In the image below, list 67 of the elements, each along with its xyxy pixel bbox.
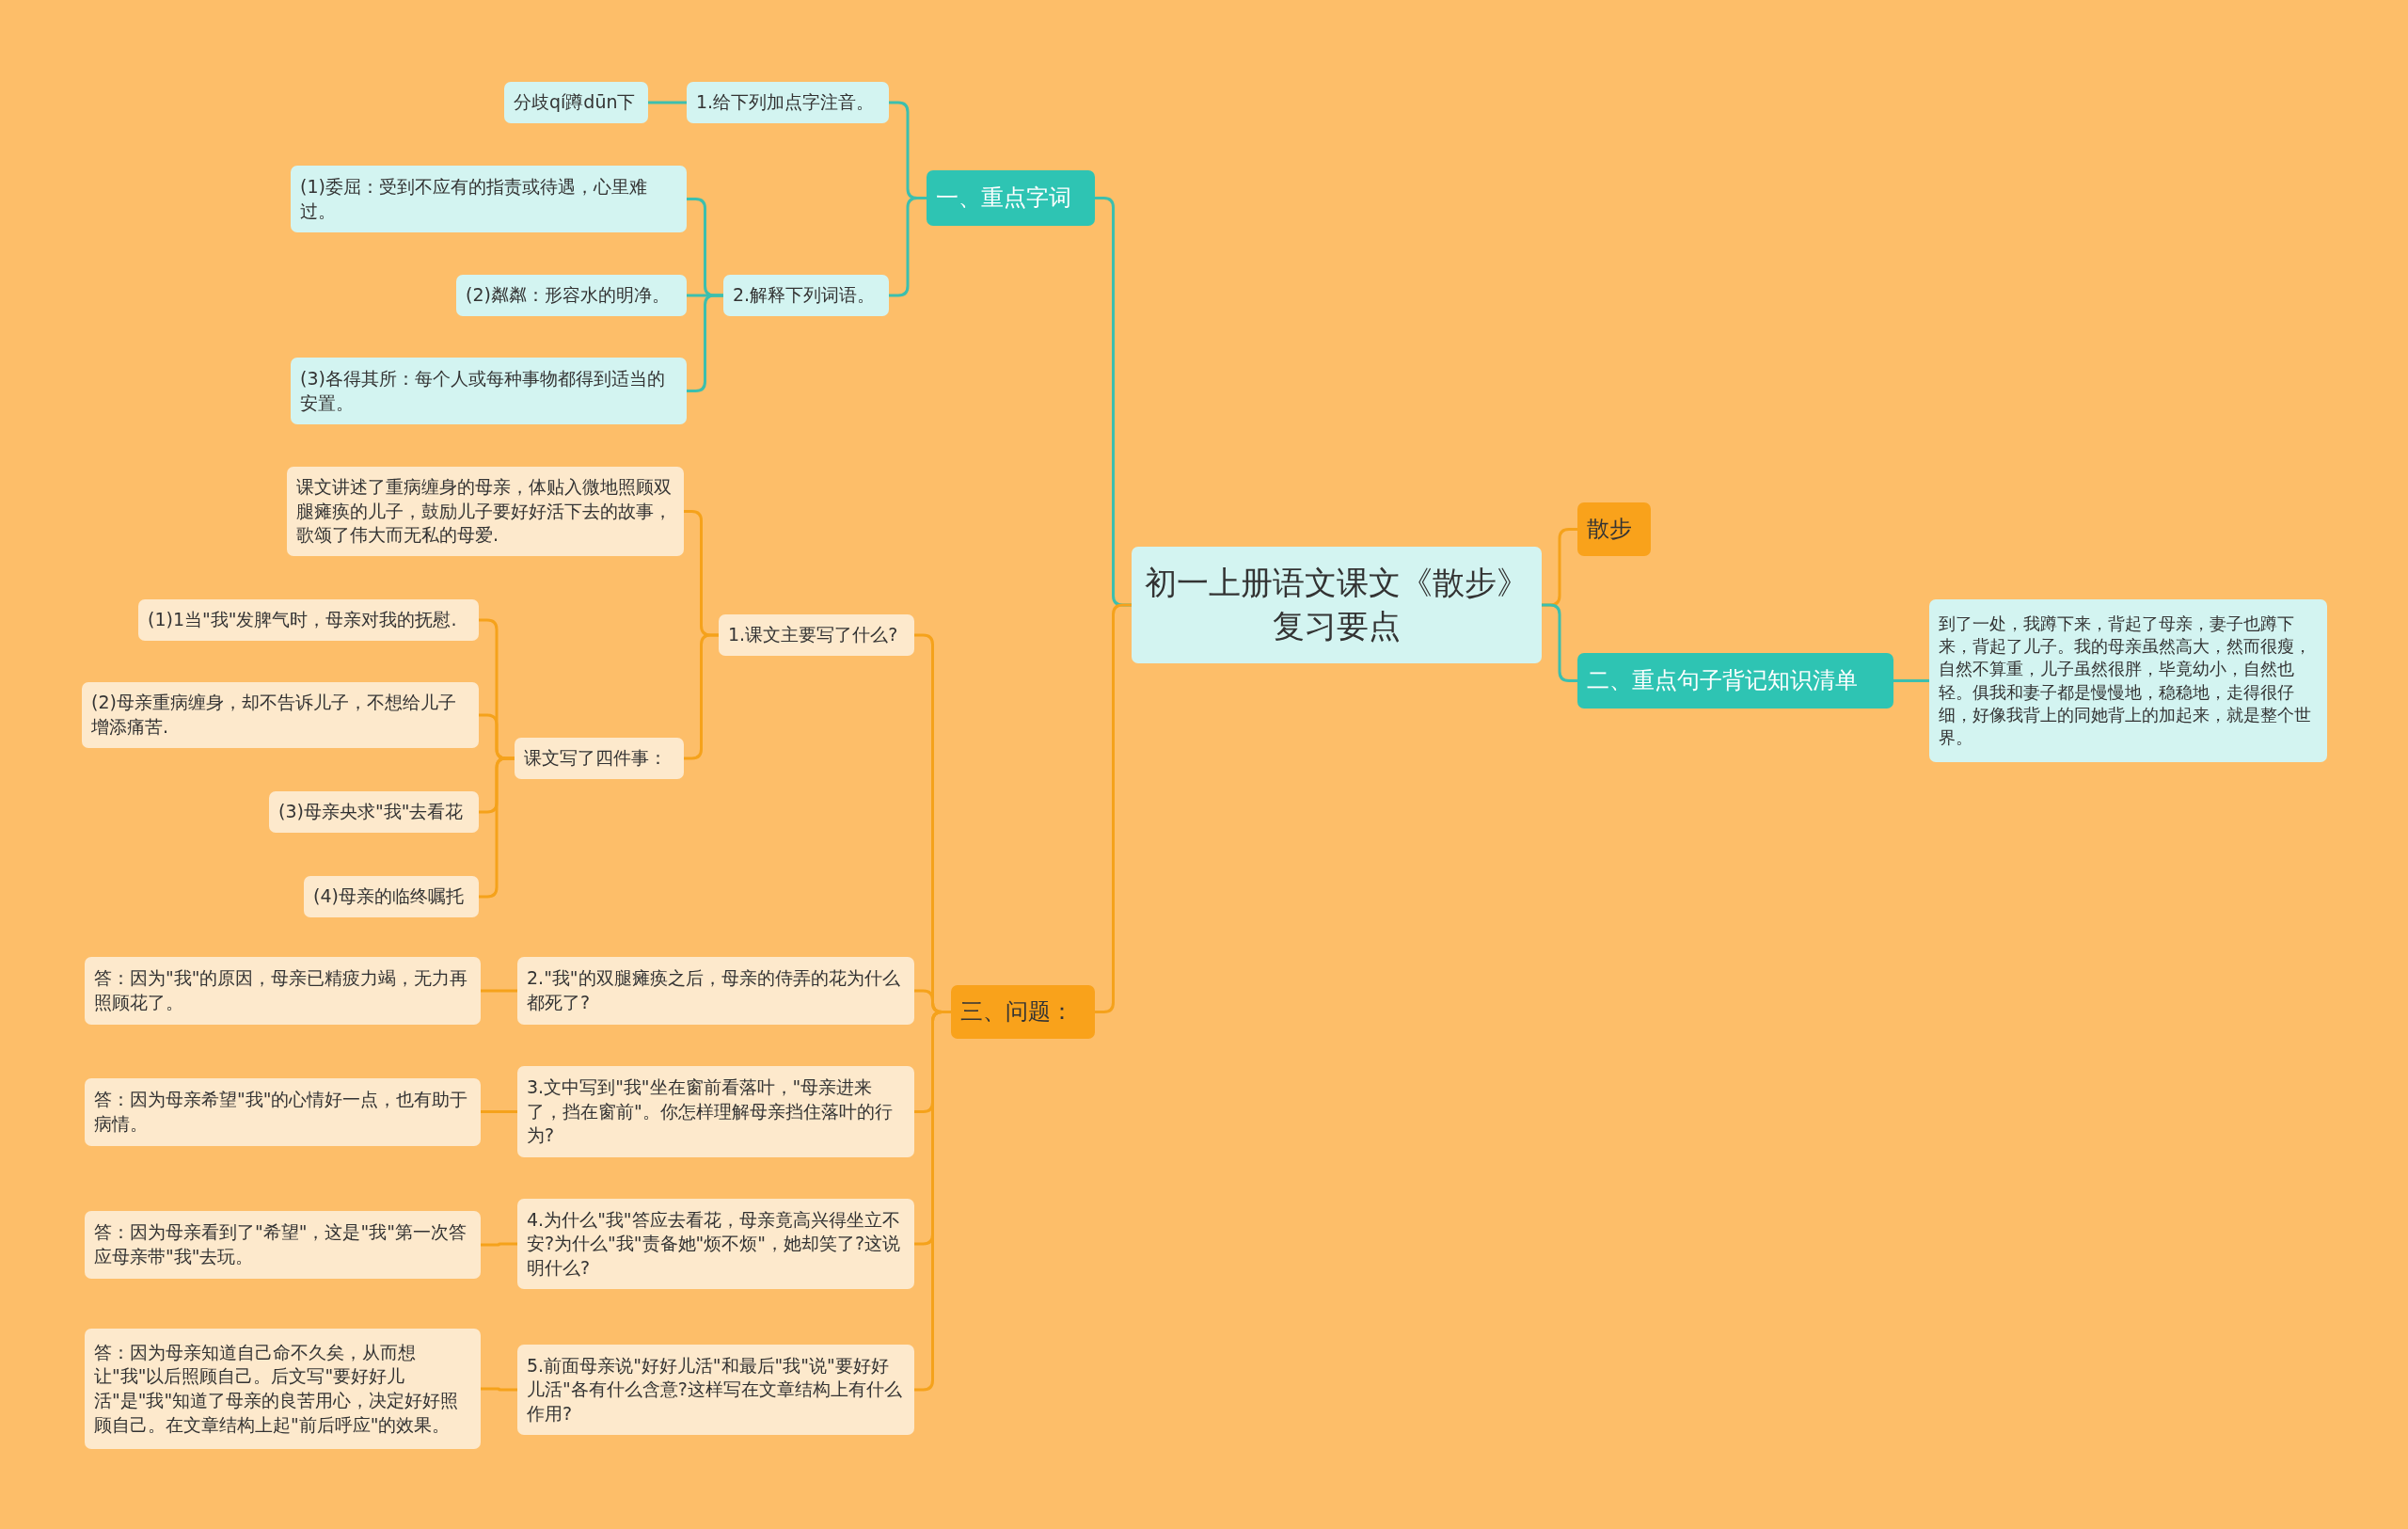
topic-text: 到了一处，我蹲下来，背起了母亲，妻子也蹲下来，背起了儿子。我的母亲虽然高大，然而很瘦，自然不算重，儿子虽然很胖，毕竟幼小，自然也轻。俱我和妻子都是慢慢地，稳稳地，走得很仔细，好像我背上的同她背上的加起来，就是整个世界。 [1939, 612, 2312, 750]
connector-line [687, 294, 723, 392]
topic-box [517, 1345, 914, 1435]
topic-box [719, 614, 914, 656]
topic-text: 1.给下列加点字注音。 [696, 90, 875, 115]
topic-text: 答：因为"我"的原因，母亲已精疲力竭，无力再照顾花了。 [94, 966, 469, 1014]
connector-line [481, 1110, 517, 1113]
topic-text: 3.文中写到"我"坐在窗前看落叶，"母亲进来了，挡在窗前"。你怎样理解母亲挡住落叶的行为? [527, 1075, 894, 1148]
topic-box [517, 1199, 914, 1289]
topic-text: (2)母亲重病缠身，却不告诉儿子，不想给儿子增添痛苦. [91, 691, 457, 739]
topic-box [687, 82, 889, 123]
topic-box [1132, 547, 1542, 663]
topic-text: 一、重点字词 [936, 183, 1071, 214]
connector-line [481, 1387, 517, 1392]
topic-box [517, 957, 914, 1025]
topic-box [287, 467, 684, 556]
topic-box [723, 275, 889, 316]
connector-line [481, 989, 517, 993]
topic-box [951, 985, 1095, 1039]
topic-box [269, 791, 479, 833]
topic-text: 三、问题： [960, 997, 1073, 1027]
topic-box [517, 1066, 914, 1157]
topic-text: 课文写了四件事： [524, 746, 667, 771]
topic-box [85, 1078, 481, 1146]
topic-text: (4)母亲的临终嘱托 [313, 884, 464, 909]
topic-text: 4.为什么"我"答应去看花，母亲竟高兴得坐立不安?为什么"我"责备她"烦不烦"，她却笑了?这说明什么? [527, 1207, 902, 1280]
connector-line [1095, 603, 1132, 1013]
topic-text: 散步 [1587, 515, 1632, 545]
topic-text: 分歧qí蹲dūn下 [514, 90, 636, 115]
connector-line [684, 633, 719, 760]
topic-box [1577, 502, 1651, 556]
topic-box [85, 957, 481, 1025]
topic-box [85, 1211, 481, 1279]
topic-box [927, 170, 1095, 226]
topic-box [291, 166, 687, 232]
topic-box [138, 599, 479, 641]
topic-box [304, 876, 479, 917]
connector-line [479, 757, 515, 899]
topic-text: (2)粼粼：形容水的明净。 [466, 283, 670, 308]
connector-line [914, 1011, 951, 1392]
topic-box [504, 82, 648, 123]
topic-box [85, 1329, 481, 1449]
connector-line [1893, 679, 1929, 682]
topic-text: 5.前面母亲说"好好儿活"和最后"我"说"要好好儿活"各有什么含意?这样写在文章结构上有什么作用? [527, 1353, 903, 1425]
topic-box [82, 682, 479, 748]
topic-text: (1)委屈：受到不应有的指责或待遇，心里难过。 [300, 174, 648, 223]
topic-box [1577, 653, 1893, 709]
topic-text: 答：因为母亲看到了"希望"，这是"我"第一次答应母亲带"我"去玩。 [94, 1220, 467, 1268]
connector-line [481, 1242, 517, 1247]
topic-text: 课文讲述了重病缠身的母亲，体贴入微地照顾双腿瘫痪的儿子，鼓励儿子要好好活下去的故事，歌颂了伟大而无私的母爱. [296, 475, 673, 548]
topic-text: 2.解释下列词语。 [733, 283, 876, 308]
topic-box [1929, 599, 2327, 762]
topic-text: 1.课文主要写了什么? [728, 623, 898, 647]
connector-line [889, 197, 927, 297]
topic-text: 2."我"的双腿瘫痪之后，母亲的侍弄的花为什么都死了? [527, 966, 901, 1014]
topic-text: (1)1当"我"发脾气时，母亲对我的抚慰. [148, 608, 457, 632]
topic-text: 答：因为母亲知道自己命不久矣，从而想让"我"以后照顾自己。后文写"要好好儿活"是"我"知道了母亲的良苦用心，决定好好照顾自己。在文章结构上起"前后呼应"的效果。 [94, 1340, 460, 1437]
connector-line [648, 101, 687, 104]
topic-text: (3)各得其所：每个人或每种事物都得到适当的安置。 [300, 366, 666, 415]
topic-box [456, 275, 687, 316]
topic-box [515, 738, 684, 779]
topic-text: 初一上册语文课文《散步》复习要点 [1144, 563, 1529, 646]
topic-box [291, 358, 687, 424]
connector-line [1542, 603, 1577, 682]
topic-text: 二、重点句子背记知识清单 [1587, 666, 1858, 696]
topic-text: (3)母亲央求"我"去看花 [278, 800, 464, 824]
topic-text: 答：因为母亲希望"我"的心情好一点，也有助于病情。 [94, 1088, 469, 1136]
